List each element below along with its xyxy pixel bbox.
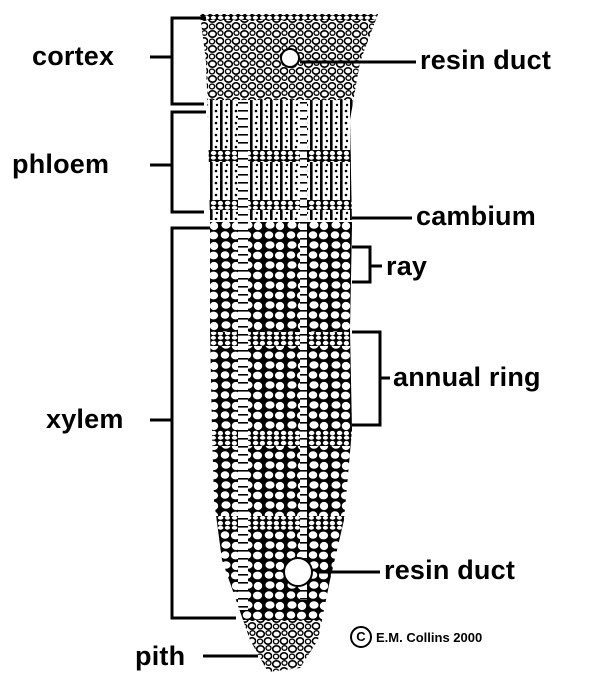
- cortex-bracket: [172, 18, 206, 104]
- stem-section: [190, 10, 390, 673]
- resin-duct-top-label: resin duct: [420, 47, 551, 74]
- pith-label: pith: [135, 643, 185, 670]
- copyright-credit: C E.M. Collins 2000: [350, 626, 482, 648]
- resin-duct-bottom-label: resin duct: [384, 557, 515, 584]
- credit-text: E.M. Collins 2000: [376, 631, 482, 644]
- phloem-bracket: [172, 112, 206, 212]
- ray-bracket: [352, 247, 370, 282]
- resin-duct-lower: [284, 558, 312, 586]
- resin-duct-upper: [281, 49, 299, 67]
- ray-strip: [238, 100, 248, 610]
- xylem-label: xylem: [46, 406, 124, 433]
- ray-label: ray: [386, 253, 427, 280]
- cortex-label: cortex: [32, 43, 114, 70]
- cambium-label: cambium: [416, 203, 536, 230]
- copyright-icon: C: [350, 626, 372, 648]
- xylem-region: [190, 222, 390, 332]
- phloem-label: phloem: [12, 151, 109, 178]
- annual-ring-label: annual ring: [393, 364, 541, 391]
- annual-ring-bracket: [352, 332, 380, 425]
